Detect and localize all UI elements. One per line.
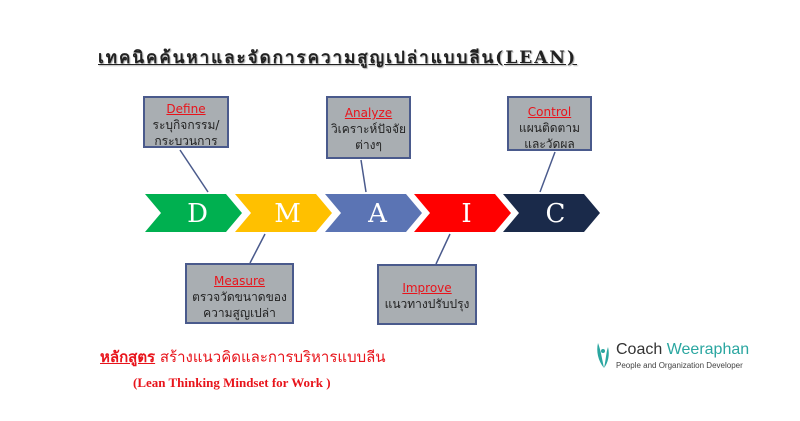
- chevron-letter: I: [461, 199, 471, 229]
- course-english: (Lean Thinking Mindset for Work ): [133, 375, 331, 390]
- course-name: สร้างแนวคิดและการบริหารแบบลีน: [155, 348, 386, 366]
- step-box-control: Control แผนติดตาม และวัดผล: [507, 96, 592, 151]
- chevron-letter: A: [367, 199, 388, 229]
- logo-first: Coach: [616, 341, 667, 358]
- chevron-letter: M: [274, 199, 301, 229]
- step-label: Control: [527, 105, 572, 119]
- step-box-measure: Measure ตรวจวัดขนาดของ ความสูญเปล่า: [185, 263, 294, 324]
- step-label: Improve: [402, 281, 452, 295]
- logo-subtitle: People and Organization Developer: [616, 361, 743, 370]
- step-text: วิเคราะห์ปัจจัย ต่างๆ: [330, 122, 407, 152]
- leaf-logo-icon: [597, 343, 609, 368]
- step-label: Analyze: [344, 106, 393, 120]
- course-title: หลักสูตร สร้างแนวคิดและการบริหารแบบลีน: [100, 345, 386, 369]
- logo-second: Weeraphan: [666, 341, 750, 358]
- step-label: Define: [166, 102, 206, 116]
- slide-title: เทคนิคค้นหาและจัดการความสูญเปล่าแบบลีน(L…: [98, 48, 578, 68]
- connector-measure: [249, 233, 266, 264]
- step-text: แนวทางปรับปรุง: [384, 297, 470, 311]
- chevron-measure: [235, 194, 332, 232]
- chevron-define: [145, 194, 242, 232]
- coach-logo: Coach Weeraphan People and Organization …: [594, 341, 774, 371]
- step-label: Measure: [214, 274, 265, 288]
- step-box-improve: Improve แนวทางปรับปรุง: [377, 264, 477, 325]
- chevron-control: [503, 194, 600, 232]
- step-text: ระบุกิจกรรม/ กระบวนการ: [152, 118, 220, 148]
- chevron-letter: D: [187, 199, 208, 229]
- chevron-improve: [414, 194, 511, 232]
- connector-define: [179, 149, 209, 193]
- connector-improve: [435, 233, 451, 265]
- chevron-letter: C: [546, 199, 566, 229]
- connector-analyze: [360, 159, 367, 193]
- step-text: แผนติดตาม และวัดผล: [519, 121, 580, 151]
- step-box-analyze: Analyze วิเคราะห์ปัจจัย ต่างๆ: [326, 96, 411, 159]
- course-prefix: หลักสูตร: [100, 348, 156, 366]
- step-box-define: Define ระบุกิจกรรม/ กระบวนการ: [143, 96, 229, 148]
- connector-control: [539, 151, 556, 193]
- chevron-analyze: [325, 194, 422, 232]
- step-text: ตรวจวัดขนาดของ ความสูญเปล่า: [192, 290, 287, 320]
